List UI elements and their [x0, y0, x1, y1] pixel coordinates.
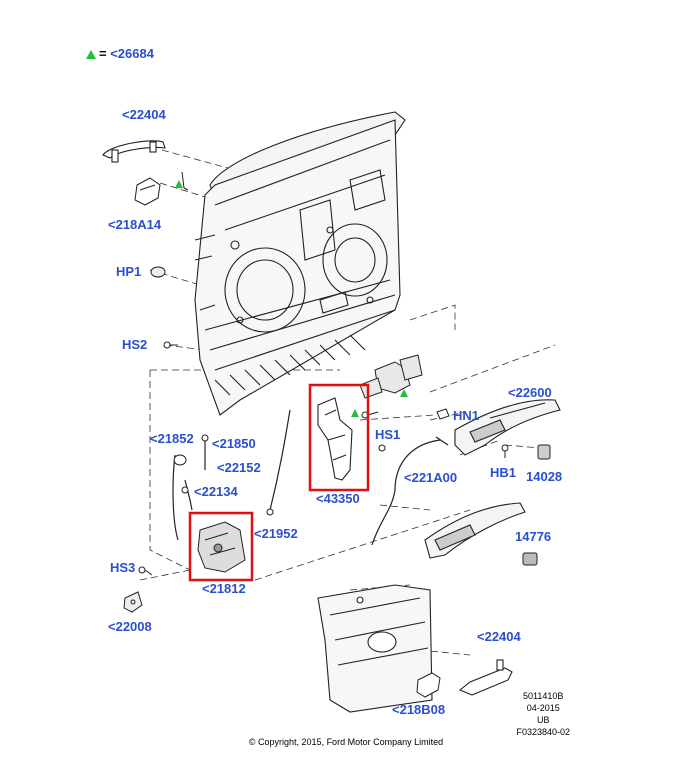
- callout-hs2[interactable]: HS2: [122, 337, 148, 352]
- plug-hp1: [150, 266, 166, 278]
- reference-block: 5011410B 04-2015 UB F0323840-02: [516, 690, 570, 738]
- reference-line-4: F0323840-02: [516, 727, 570, 737]
- door-inner-panel: [194, 111, 406, 416]
- callout-21812[interactable]: <21812: [202, 581, 246, 596]
- exterior-handle-bottom: [458, 659, 513, 696]
- callout-hs1[interactable]: HS1: [375, 427, 401, 442]
- screw-hs3: [138, 566, 153, 576]
- highlight-box-21812: [188, 511, 254, 582]
- lock-actuator-connector: [359, 354, 423, 399]
- callout-21850[interactable]: <21850: [212, 436, 256, 451]
- callout-21952[interactable]: <21952: [254, 526, 298, 541]
- highlight-box-43350: [308, 383, 370, 492]
- rod-clip: [181, 171, 189, 191]
- callout-221a00[interactable]: <221A00: [404, 470, 458, 485]
- green-marker-1: [175, 180, 183, 188]
- copyright-notice: © Copyright, 2015, Ford Motor Company Li…: [248, 737, 444, 747]
- callout-hb1[interactable]: HB1: [490, 465, 517, 480]
- handle-bracket-lower: [416, 672, 441, 698]
- legend-equals: =: [99, 46, 111, 61]
- door-outer-panel-lower: [317, 584, 433, 713]
- reference-line-2: 04-2015: [526, 703, 560, 713]
- callout-218b08[interactable]: <218B08: [392, 702, 446, 717]
- screw-hs1: [361, 411, 386, 452]
- callout-22134[interactable]: <22134: [194, 484, 238, 499]
- callout-218a14[interactable]: <218A14: [108, 217, 162, 232]
- legend: = <26684: [86, 46, 154, 61]
- switch-14776: [522, 552, 538, 566]
- latch-remote-bracket: [317, 397, 353, 481]
- nut-hn1: [436, 408, 450, 420]
- callout-14776[interactable]: 14776: [515, 529, 552, 544]
- green-triangle-icon: [86, 50, 96, 59]
- callout-hp1[interactable]: HP1: [116, 264, 142, 279]
- striker-bracket: [123, 591, 143, 613]
- callout-22600[interactable]: <22600: [508, 385, 552, 400]
- interior-handle-housing: [454, 399, 561, 456]
- legend-text: <26684: [110, 46, 154, 61]
- callout-14028[interactable]: 14028: [526, 469, 563, 484]
- callout-21852[interactable]: <21852: [150, 431, 194, 446]
- callout-hs3[interactable]: HS3: [110, 560, 136, 575]
- callout-22152[interactable]: <22152: [217, 460, 261, 475]
- screw-hb1: [501, 444, 509, 458]
- exterior-handle-top: [102, 140, 166, 163]
- reference-line-1: 5011410B: [523, 691, 564, 701]
- green-marker-2: [400, 389, 408, 397]
- callout-22404-top[interactable]: <22404: [122, 107, 166, 122]
- cables: [172, 409, 449, 546]
- callout-22404-bottom[interactable]: <22404: [477, 629, 521, 644]
- handle-bracket: [134, 177, 161, 206]
- interior-handle-bezel: [424, 502, 526, 559]
- callout-22008[interactable]: <22008: [108, 619, 152, 634]
- door-latch: [197, 521, 246, 573]
- callout-43350[interactable]: <43350: [316, 491, 360, 506]
- switch-14028: [537, 444, 551, 460]
- green-marker-3: [351, 409, 359, 417]
- reference-line-3: UB: [536, 715, 550, 725]
- cable-ends: [173, 434, 274, 516]
- callout-hn1[interactable]: HN1: [453, 408, 480, 423]
- screw-hs2: [163, 341, 178, 349]
